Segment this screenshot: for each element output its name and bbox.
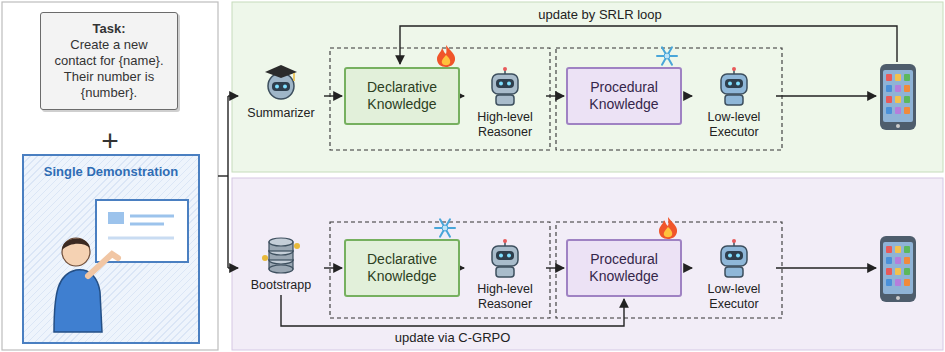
agent-node: Summarizer	[240, 62, 322, 121]
plus-sign: +	[101, 126, 119, 156]
snowflake-icon	[435, 219, 455, 236]
flow-arrow	[684, 267, 692, 268]
flow-lines	[218, 26, 897, 268]
flow-arrow	[462, 95, 464, 96]
agent-node: Bootstrapp	[240, 234, 322, 293]
flow-arrow	[324, 267, 342, 268]
node-label: Create a new contact for {name}. Their n…	[51, 37, 167, 101]
node-label: Single Demonstration	[24, 164, 198, 179]
agent-node: Low-level Executor	[694, 238, 774, 312]
heading: Task:	[51, 21, 167, 37]
input-panel	[2, 2, 218, 350]
agent-icon	[261, 234, 301, 274]
agent-icon	[714, 66, 754, 106]
node-label: Procedural Knowledge	[576, 251, 672, 285]
loop-label: update by SRLR loop	[534, 7, 666, 22]
dashed-group	[330, 48, 782, 318]
presenter-illustration	[24, 192, 198, 338]
knowledge-box: Procedural Knowledge	[566, 239, 682, 297]
node-label: Declarative Knowledge	[354, 251, 450, 285]
node-label: Declarative Knowledge	[354, 79, 450, 113]
flow-arrow	[546, 95, 564, 96]
flow-arrow	[281, 295, 624, 326]
agent-node: High-level Reasoner	[466, 66, 544, 140]
agent-icon	[485, 238, 525, 278]
fire-icon	[437, 45, 455, 67]
agent-icon	[261, 62, 301, 102]
node-label: High-level Reasoner	[466, 110, 544, 140]
knowledge-box: Procedural Knowledge	[566, 67, 682, 125]
agent-icon	[485, 66, 525, 106]
snowflake-icon	[657, 47, 677, 64]
fire-icon	[659, 217, 677, 239]
knowledge-box: Declarative Knowledge	[344, 239, 460, 297]
flow-arrow	[546, 267, 564, 268]
node-label: Bootstrapp	[240, 278, 322, 293]
phone-icon	[880, 236, 916, 302]
knowledge-box: Declarative Knowledge	[344, 67, 460, 125]
node-label: High-level Reasoner	[466, 282, 544, 312]
agent-node: Low-level Executor	[694, 66, 774, 140]
flow-arrow	[684, 95, 692, 96]
agent-node: High-level Reasoner	[466, 238, 544, 312]
node-label: Low-level Executor	[694, 282, 774, 312]
flow-arrow	[324, 95, 342, 96]
node-label: Summarizer	[240, 106, 322, 121]
node-label: Procedural Knowledge	[576, 79, 672, 113]
edge-label: update via C-GRPO	[391, 330, 515, 345]
top-band	[232, 2, 943, 172]
demonstration-box: Single Demonstration	[22, 154, 200, 344]
bottom-band	[232, 178, 943, 350]
phone-icon	[880, 64, 916, 130]
agent-icon	[714, 238, 754, 278]
flow-arrow	[462, 267, 464, 268]
task-card: Task:Create a new contact for {name}. Th…	[40, 12, 178, 110]
node-label: Low-level Executor	[694, 110, 774, 140]
phone-icon	[880, 64, 916, 302]
